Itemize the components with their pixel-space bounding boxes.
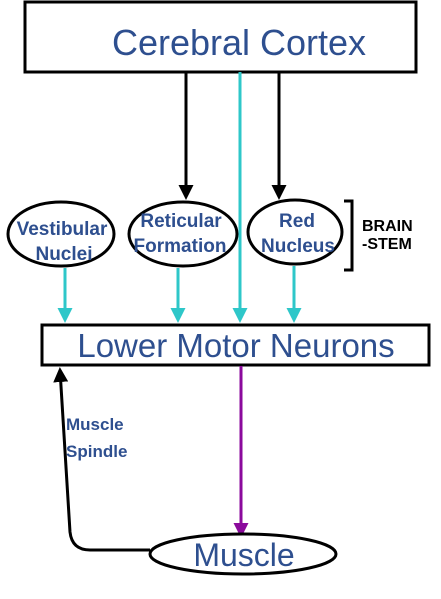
reticular-formation-label-line1: Reticular	[140, 211, 222, 232]
muscle-ellipse	[148, 532, 338, 576]
muscle-spindle-feedback-arrow	[53, 367, 150, 552]
cerebral-cortex-box	[23, 0, 418, 74]
muscle-spindle-label-line1: Muscle	[66, 415, 124, 434]
red-nucleus-label-line2: Nucleus	[261, 236, 335, 257]
red-nucleus-label-line1: Red	[279, 211, 315, 232]
vestibular-nuclei-label-line2: Nuclei	[35, 244, 92, 265]
vestibular-nuclei-label-line1: Vestibular	[17, 219, 108, 240]
muscle-spindle-label-line2: Spindle	[66, 442, 127, 461]
brainstem-label-line2: -STEM	[362, 236, 412, 253]
reticular-formation-ellipse	[127, 200, 239, 268]
cerebral-cortex-label: Cerebral Cortex	[112, 22, 366, 63]
muscle-label: Muscle	[193, 537, 294, 573]
brainstem-bracket	[344, 199, 354, 272]
lower-motor-neurons-box	[40, 323, 431, 367]
lower-motor-neurons-label: Lower Motor Neurons	[77, 327, 394, 364]
vestibular-nuclei-ellipse	[6, 200, 116, 268]
red-nucleus-ellipse	[246, 198, 344, 266]
reticular-formation-label-line2: Formation	[134, 236, 227, 257]
brainstem-label-line1: BRAIN	[362, 218, 413, 235]
